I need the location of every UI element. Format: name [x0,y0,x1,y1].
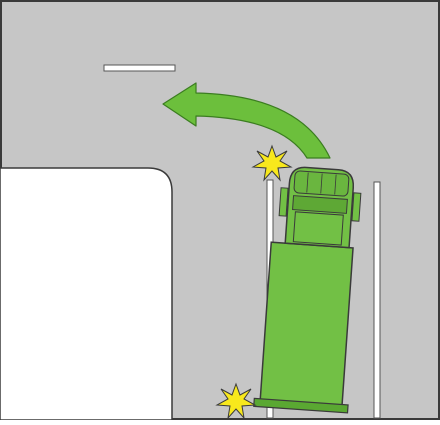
lane-marking-right [373,181,381,419]
truck-cab-roof [292,211,344,246]
lane-marking-horizontal [103,64,176,72]
truck-icon [253,166,362,414]
truck-mirror-left [278,187,289,217]
truck-mirror-right [351,192,362,222]
impact-star-icon-rear [215,382,257,420]
truck-rear-bumper [253,397,349,414]
truck-windshield [292,195,348,214]
truck-cargo [259,241,354,409]
turn-arrow-icon [162,82,331,159]
building-corner [0,167,173,421]
impact-star-icon-front [251,144,293,182]
